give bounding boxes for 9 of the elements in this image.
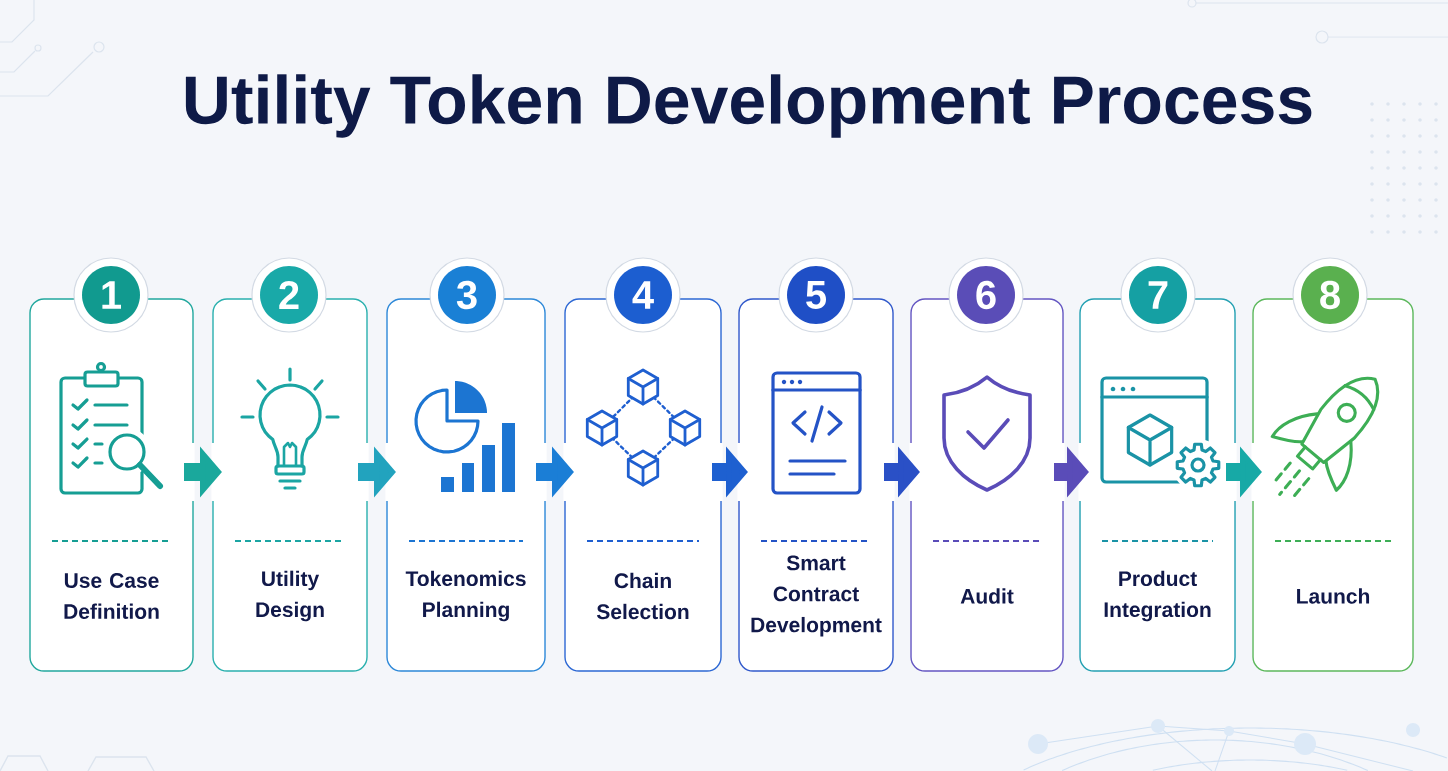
number-badge: 6 (948, 257, 1024, 333)
number-badge: 2 (251, 257, 327, 333)
number-badge: 4 (605, 257, 681, 333)
number-badge: 1 (73, 257, 149, 333)
number-badge: 8 (1292, 257, 1368, 333)
number-badge: 3 (429, 257, 505, 333)
title: Utility Token Development Process (185, 74, 1312, 138)
number-badge: 7 (1120, 257, 1196, 333)
number-badge: 5 (778, 257, 854, 333)
